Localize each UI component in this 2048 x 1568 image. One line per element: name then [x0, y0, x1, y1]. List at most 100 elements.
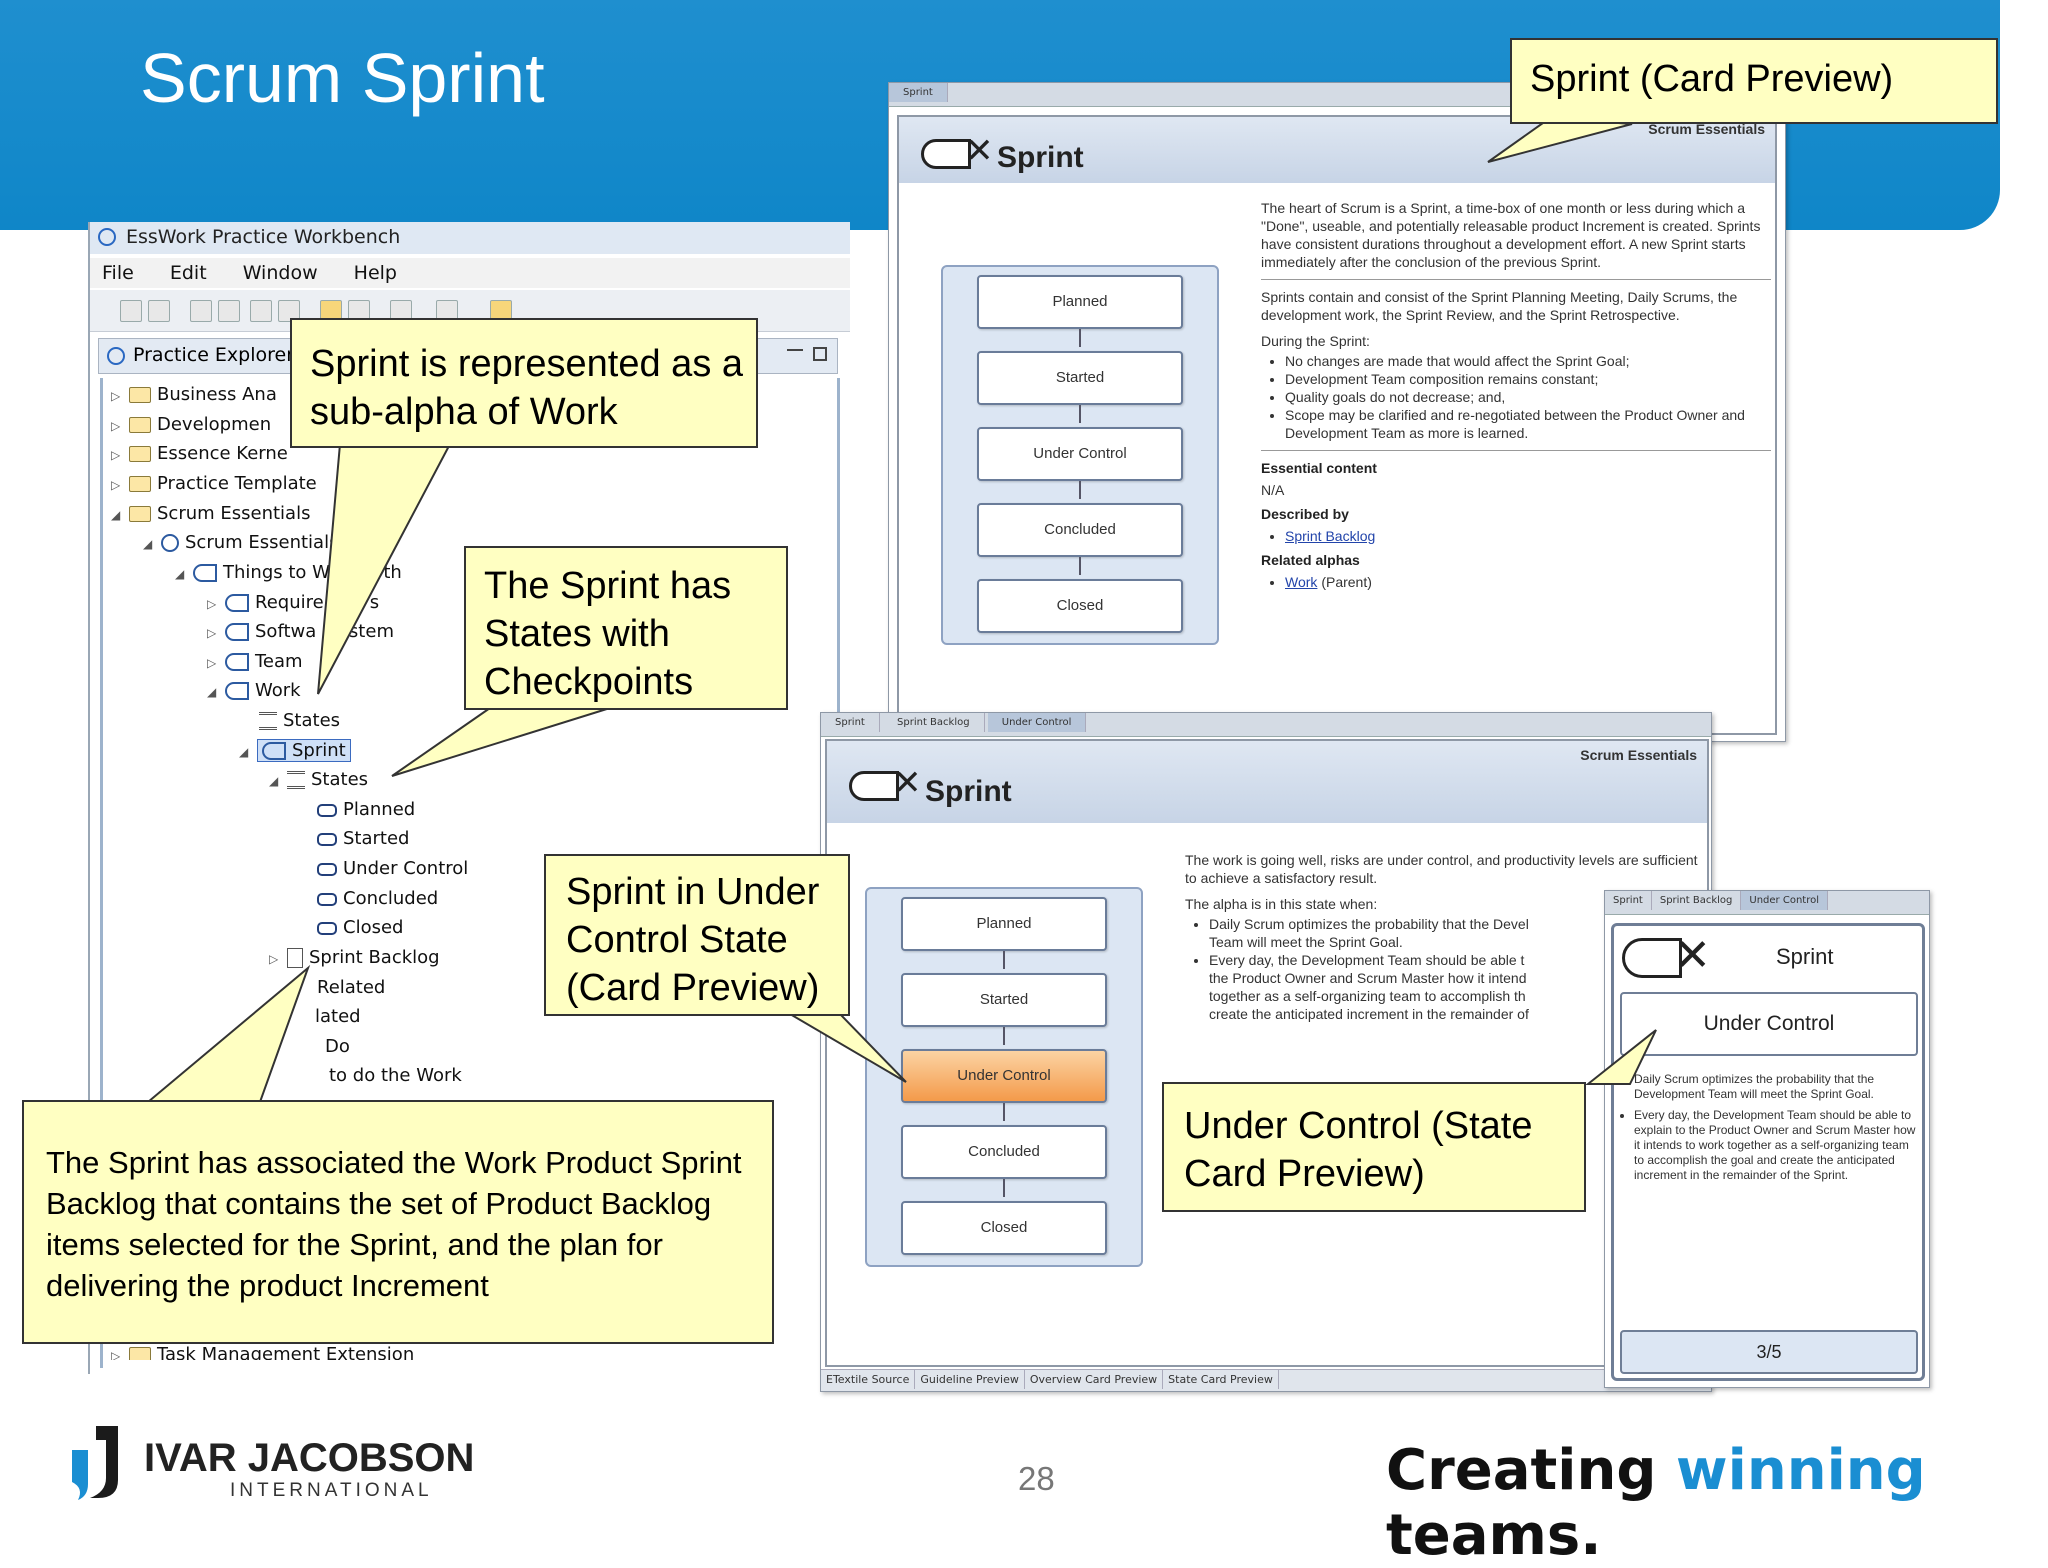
- tree-item[interactable]: lated: [315, 1006, 361, 1027]
- save-all-icon[interactable]: [148, 300, 170, 322]
- menu-help[interactable]: Help: [353, 262, 397, 284]
- state-card: ✕ Sprint Under Control Daily Scrum optim…: [1611, 923, 1925, 1381]
- menu-edit[interactable]: Edit: [169, 262, 207, 284]
- card-description: The heart of Scrum is a Sprint, a time-b…: [1261, 199, 1771, 599]
- practice-tree: ▷Business Ana ▷Developmen ▷Essence Kerne…: [100, 378, 840, 1368]
- sprint-backlog-link[interactable]: Sprint Backlog: [1285, 528, 1376, 544]
- state-concluded[interactable]: Concluded: [977, 503, 1183, 557]
- tree-item[interactable]: States: [259, 708, 340, 734]
- state-closed[interactable]: Closed: [977, 579, 1183, 633]
- save-icon[interactable]: [120, 300, 142, 322]
- states-icon: [259, 712, 277, 730]
- editor-tabs: Sprint Sprint Backlog Under Control: [821, 713, 1711, 737]
- state-under-control[interactable]: Under Control: [977, 427, 1183, 481]
- state-closed[interactable]: Closed: [901, 1201, 1107, 1255]
- folder-icon: [129, 446, 151, 462]
- tree-item[interactable]: ▷Practice Template: [111, 473, 317, 494]
- callout-under-control: Sprint in Under Control State (Card Prev…: [544, 854, 850, 1016]
- tree-item[interactable]: Planned: [317, 797, 415, 823]
- alpha-icon: [225, 623, 249, 641]
- practice-name: Scrum Essentials: [1648, 121, 1765, 137]
- tab-sprint[interactable]: Sprint: [821, 713, 880, 732]
- tree-item[interactable]: ▷Sprint Backlog: [269, 947, 440, 968]
- alpha-x-mark: ✕: [965, 131, 994, 171]
- state-arrow: [1079, 557, 1081, 575]
- tab-overview-card-preview[interactable]: Overview Card Preview: [1025, 1370, 1164, 1389]
- state-planned[interactable]: Planned: [977, 275, 1183, 329]
- menu-file[interactable]: File: [102, 262, 134, 284]
- paste-icon[interactable]: [250, 300, 272, 322]
- tree-item[interactable]: ▷Team: [207, 651, 303, 672]
- callout-tail-state-card: [1585, 1029, 1657, 1085]
- menu-window[interactable]: Window: [242, 262, 318, 284]
- ivar-jacobson-logo-icon: [72, 1426, 118, 1500]
- logo-subtitle: INTERNATIONAL: [230, 1480, 433, 1501]
- menu-bar: File Edit Window Help: [90, 258, 850, 288]
- tree-item[interactable]: Closed: [317, 915, 403, 941]
- tab-sprint-backlog[interactable]: Sprint Backlog: [1652, 891, 1742, 910]
- tree-item[interactable]: ◢States: [269, 769, 369, 790]
- callout-states: The Sprint has States with Checkpoints: [464, 546, 788, 710]
- tab-sprint[interactable]: Sprint: [889, 83, 948, 102]
- callout-tails: [145, 116, 1657, 1103]
- under-control-card: Scrum Essentials ✕ Sprint Planned Starte…: [825, 739, 1709, 1367]
- work-link[interactable]: Work: [1285, 574, 1318, 590]
- alpha-x-mark: ✕: [1674, 930, 1711, 981]
- card-title: Sprint: [997, 141, 1084, 174]
- tree-item[interactable]: Started: [317, 826, 409, 852]
- tab-sprint-backlog[interactable]: Sprint Backlog: [883, 713, 985, 732]
- minimize-icon[interactable]: [787, 345, 803, 351]
- folder-icon: [129, 476, 151, 492]
- tab-state-card-preview[interactable]: State Card Preview: [1163, 1370, 1279, 1389]
- state-arrow: [1079, 329, 1081, 347]
- tree-item[interactable]: ◢Scrum Essentials: [111, 503, 311, 524]
- tree-item[interactable]: Concluded: [317, 886, 438, 912]
- maximize-icon[interactable]: [813, 347, 827, 361]
- workbench-titlebar: EssWork Practice Workbench: [90, 222, 850, 254]
- delete-icon[interactable]: [278, 300, 300, 322]
- page-number: 28: [1018, 1460, 1055, 1497]
- sprint-card-window: Sprint Scrum Essentials ✕ Sprint Planned…: [888, 82, 1786, 742]
- tree-item[interactable]: to do the Work: [329, 1065, 462, 1086]
- state-started[interactable]: Started: [901, 973, 1107, 1027]
- alpha-x-mark: ✕: [893, 763, 922, 803]
- tree-item[interactable]: ▷Task Management Extension: [111, 1342, 414, 1360]
- tree-item[interactable]: Do: [325, 1036, 350, 1057]
- essential-content-heading: Essential content: [1261, 460, 1377, 476]
- state-concluded[interactable]: Concluded: [901, 1125, 1107, 1179]
- tab-under-control[interactable]: Under Control: [987, 713, 1087, 732]
- tab-sprint[interactable]: Sprint: [1605, 891, 1652, 910]
- tree-item[interactable]: ▷Developmen: [111, 414, 272, 435]
- state-started[interactable]: Started: [977, 351, 1183, 405]
- callout-tail-card-preview: [1487, 116, 1633, 163]
- tagline: Creating winning teams.: [1386, 1438, 1926, 1568]
- card-header: [827, 741, 1707, 823]
- tree-item[interactable]: ▷Essence Kerne: [111, 443, 288, 464]
- state-arrow: [1003, 1027, 1005, 1045]
- card-header: [899, 117, 1775, 183]
- practice-icon: [161, 534, 179, 552]
- folder-icon: [129, 387, 151, 403]
- alpha-icon: [849, 771, 899, 801]
- folder-icon: [129, 1347, 151, 1360]
- tree-item[interactable]: ▷Business Ana: [111, 384, 277, 405]
- tree-item[interactable]: ◢Work: [207, 680, 301, 701]
- tree-item[interactable]: Related: [317, 977, 386, 998]
- related-alphas-heading: Related alphas: [1261, 552, 1360, 568]
- tree-item[interactable]: ◢Sprint: [239, 738, 351, 764]
- tab-guideline-preview[interactable]: Guideline Preview: [915, 1370, 1025, 1389]
- tab-under-control[interactable]: Under Control: [1741, 891, 1828, 910]
- folder-icon: [129, 417, 151, 433]
- tree-item[interactable]: Under Control: [317, 856, 468, 882]
- copy-icon[interactable]: [190, 300, 212, 322]
- cut-icon[interactable]: [218, 300, 240, 322]
- state-description: The work is going well, risks are under …: [1185, 851, 1705, 1023]
- alpha-group-icon: [193, 564, 217, 582]
- state-under-control-highlighted[interactable]: Under Control: [901, 1049, 1107, 1103]
- state-planned[interactable]: Planned: [901, 897, 1107, 951]
- tab-etextile-source[interactable]: ETextile Source: [821, 1370, 916, 1389]
- tree-item[interactable]: ◢Scrum Essentials: [143, 532, 339, 553]
